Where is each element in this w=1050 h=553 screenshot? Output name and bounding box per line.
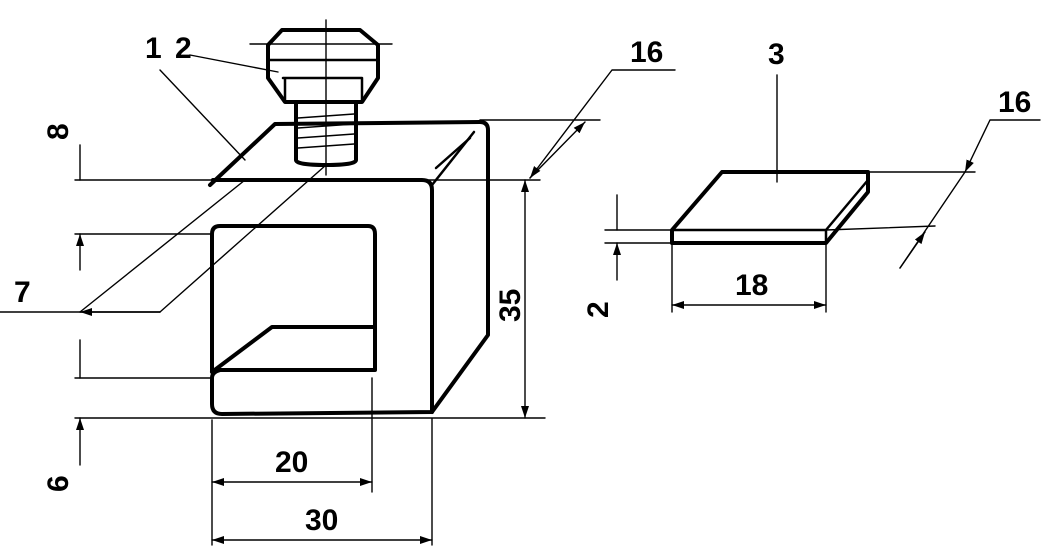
label-dim-7: 7 — [14, 276, 31, 309]
dim-line-16-clamp — [529, 69, 676, 179]
label-dim-2: 2 — [582, 301, 615, 318]
dimensions — [0, 69, 1041, 546]
label-dim-20: 20 — [275, 446, 308, 479]
bolt-head-face — [266, 58, 380, 104]
label-part2: 2 — [175, 32, 192, 65]
label-part1: 1 — [145, 32, 162, 65]
dim-line-16-plate — [964, 119, 1041, 173]
label-dim-6: 6 — [42, 475, 75, 492]
label-dim-8: 8 — [42, 123, 75, 140]
bolt — [249, 19, 393, 176]
plate — [670, 170, 870, 245]
plate-outline — [670, 170, 870, 245]
label-dim-16-plate: 16 — [998, 86, 1031, 119]
label-dim-16-clamp: 16 — [630, 36, 663, 69]
leader-lines — [159, 54, 778, 183]
plate-edges — [670, 178, 870, 245]
dim-line-16-clamp-b — [529, 121, 586, 179]
clamp-inner-edge — [434, 136, 472, 170]
labels: 1 2 3 16 16 8 7 35 6 20 30 2 18 — [14, 32, 1031, 537]
clamp-body — [208, 120, 490, 416]
leader-part1 — [159, 69, 246, 161]
clamp-front-face — [210, 178, 434, 416]
dim-line-7-ext — [79, 164, 327, 313]
leader-part2 — [189, 54, 279, 73]
dim-line-16-plate-c — [899, 231, 926, 269]
label-dim-35: 35 — [494, 289, 527, 322]
label-dim-30: 30 — [305, 504, 338, 537]
bolt-axis — [249, 19, 393, 176]
label-part3: 3 — [768, 38, 785, 71]
label-dim-18: 18 — [735, 269, 768, 302]
bolt-head — [266, 28, 380, 104]
clamp-top-face — [208, 120, 490, 414]
